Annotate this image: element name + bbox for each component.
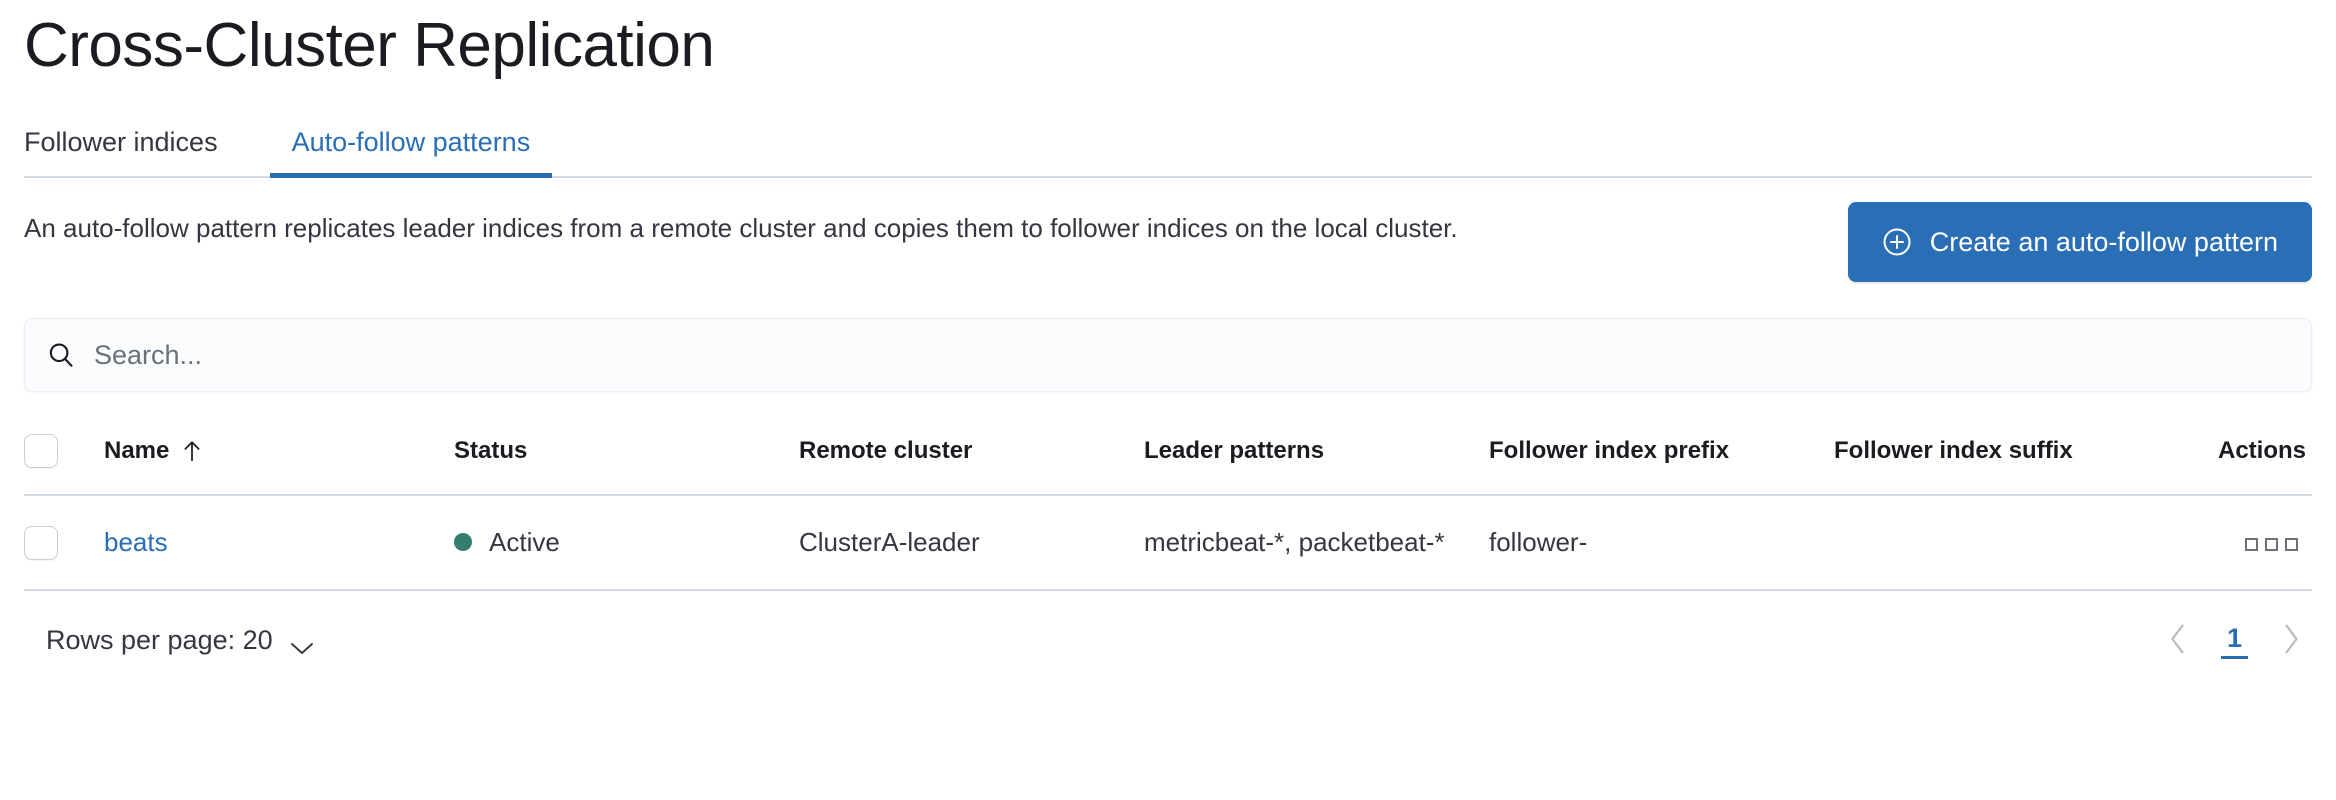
- table-header-row: Name Status Remote cluster Leader patter…: [24, 422, 2312, 497]
- status-label: Active: [489, 526, 560, 557]
- search-icon: [46, 340, 76, 370]
- rows-per-page-select[interactable]: Rows per page: 20: [46, 625, 315, 656]
- row-checkbox[interactable]: [24, 525, 58, 560]
- page-number-1[interactable]: 1: [2220, 622, 2248, 659]
- select-all-checkbox[interactable]: [24, 434, 58, 469]
- column-header-follower-index-suffix[interactable]: Follower index suffix: [1834, 422, 2164, 497]
- more-actions-dot: [2285, 538, 2298, 552]
- status-dot-icon: [454, 533, 472, 552]
- table-body: beats Active ClusterA-leader metricbeat-…: [24, 495, 2312, 592]
- chevron-right-icon: [2281, 622, 2301, 659]
- chevron-down-icon: [289, 632, 315, 655]
- table-footer: Rows per page: 20 1: [24, 621, 2312, 659]
- column-header-name-label: Name: [104, 437, 170, 465]
- column-header-remote-cluster[interactable]: Remote cluster: [799, 422, 1144, 497]
- column-header-leader-patterns[interactable]: Leader patterns: [1144, 422, 1489, 497]
- column-header-actions: Actions: [2164, 422, 2312, 497]
- tab-bar: Follower indices Auto-follow patterns: [24, 106, 2312, 179]
- plus-in-circle-icon: [1882, 227, 1912, 257]
- select-all-header: [24, 422, 104, 497]
- page-title: Cross-Cluster Replication: [24, 11, 715, 80]
- search-input[interactable]: [94, 339, 2290, 371]
- create-auto-follow-pattern-button[interactable]: Create an auto-follow pattern: [1847, 202, 2312, 283]
- cell-leader-patterns: metricbeat-*, packetbeat-*: [1144, 495, 1489, 592]
- create-button-label: Create an auto-follow pattern: [1929, 226, 2278, 257]
- pagination: 1: [2161, 621, 2308, 659]
- cell-follower-index-prefix: follower-: [1489, 495, 1834, 592]
- search-bar[interactable]: [24, 318, 2312, 393]
- more-actions-dot: [2245, 538, 2258, 552]
- column-header-status[interactable]: Status: [454, 422, 799, 497]
- tab-follower-indices[interactable]: Follower indices: [24, 129, 242, 176]
- cell-status: Active: [454, 495, 799, 592]
- column-header-follower-index-prefix[interactable]: Follower index prefix: [1489, 422, 1834, 497]
- cell-actions: [2164, 495, 2312, 592]
- previous-page-button[interactable]: [2161, 621, 2195, 659]
- more-actions-dot: [2265, 538, 2278, 552]
- tab-auto-follow-patterns[interactable]: Auto-follow patterns: [269, 129, 553, 179]
- auto-follow-pattern-link[interactable]: beats: [104, 527, 168, 558]
- more-actions-icon[interactable]: [2243, 534, 2300, 555]
- intro-description: An auto-follow pattern replicates leader…: [24, 213, 1458, 244]
- table-row: beats Active ClusterA-leader metricbeat-…: [24, 495, 2312, 592]
- table-header: Name Status Remote cluster Leader patter…: [24, 422, 2312, 497]
- intro-section: An auto-follow pattern replicates leader…: [24, 202, 2312, 283]
- cell-remote-cluster: ClusterA-leader: [799, 495, 1144, 592]
- cell-name: beats: [104, 495, 454, 592]
- sort-ascending-icon: [181, 439, 203, 463]
- auto-follow-patterns-table: Name Status Remote cluster Leader patter…: [24, 422, 2312, 592]
- column-header-name[interactable]: Name: [104, 422, 454, 497]
- next-page-button[interactable]: [2274, 621, 2308, 659]
- cell-follower-index-suffix: [1834, 495, 2164, 592]
- row-select-cell: [24, 495, 104, 592]
- rows-per-page-label: Rows per page: 20: [46, 624, 273, 655]
- chevron-left-icon: [2168, 622, 2188, 659]
